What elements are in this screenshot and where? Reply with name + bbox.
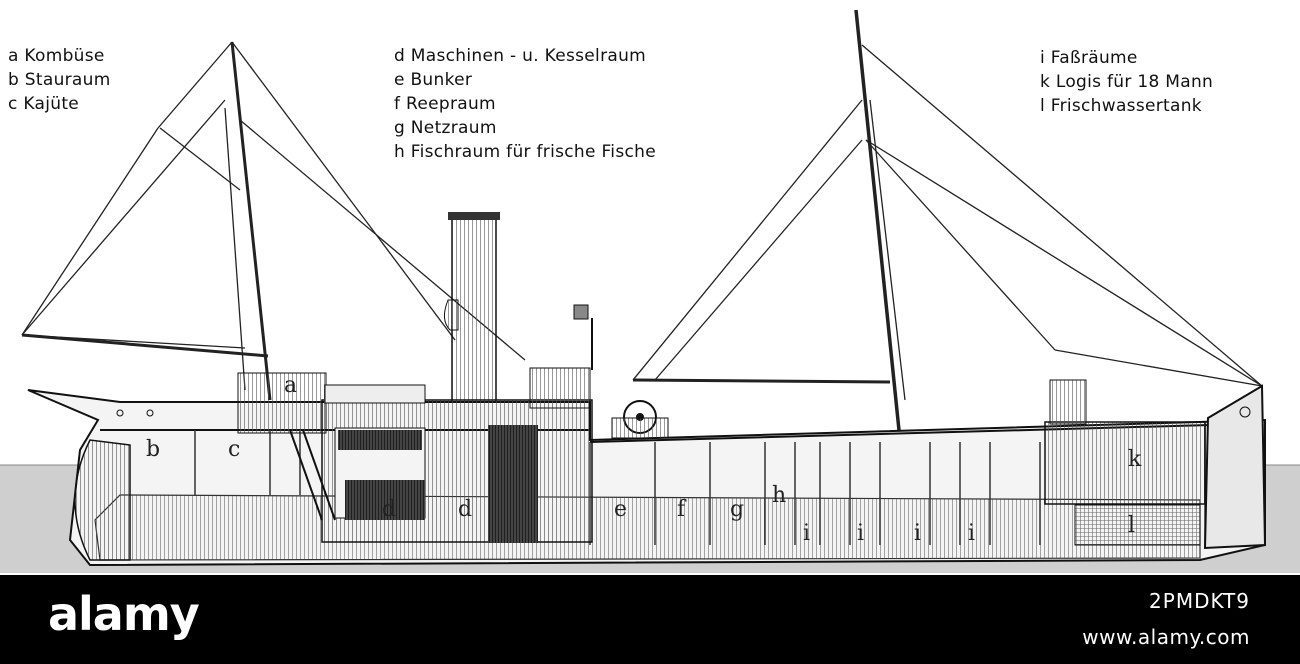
funnel	[444, 212, 500, 436]
label-i-1: i	[803, 521, 810, 546]
legend-item-k: k Logis für 18 Mann	[1040, 72, 1214, 92]
legend-item-d: d Maschinen - u. Kesselraum	[394, 46, 647, 66]
label-a: a	[284, 373, 297, 398]
stock-image-id: 2PMDKT9	[1149, 589, 1250, 613]
legend-item-g: g Netzraum	[394, 118, 497, 138]
legend-item-f: f Reepraum	[394, 94, 496, 114]
legend-item-b: b Stauraum	[8, 70, 111, 90]
compartment-labels: a b c d d e f g h i i i i k l	[146, 373, 1142, 546]
label-l: l	[1128, 513, 1135, 538]
watermark-footer: alamy 2PMDKT9 www.alamy.com	[0, 575, 1300, 664]
label-g: g	[730, 497, 744, 522]
label-i-4: i	[968, 521, 975, 546]
legend-middle: d Maschinen - u. Kesselraum e Bunker f R…	[394, 44, 656, 164]
legend-item-l: l Frischwassertank	[1040, 96, 1202, 116]
label-b: b	[146, 437, 160, 462]
hull	[27, 304, 1267, 567]
label-i-3: i	[914, 521, 921, 546]
legend-item-c: c Kajüte	[8, 94, 80, 114]
label-i-2: i	[857, 521, 864, 546]
legend-item-i: i Faßräume	[1040, 48, 1138, 68]
legend-item-e: e Bunker	[394, 70, 473, 90]
label-d-engine: d	[382, 497, 396, 522]
label-k: k	[1128, 447, 1142, 472]
label-c: c	[228, 437, 240, 462]
legend-left: a Kombüse b Stauraum c Kajüte	[8, 44, 111, 116]
label-h: h	[772, 483, 786, 508]
label-d-boiler: d	[458, 497, 472, 522]
legend-item-h: h Fischraum für frische Fische	[394, 142, 656, 162]
legend-item-a: a Kombüse	[8, 46, 105, 66]
alamy-logo: alamy	[48, 587, 200, 641]
legend-right: i Faßräume k Logis für 18 Mann l Frischw…	[1040, 46, 1213, 118]
site-url: www.alamy.com	[1082, 625, 1250, 649]
label-f: f	[677, 497, 687, 522]
label-e: e	[614, 497, 627, 522]
